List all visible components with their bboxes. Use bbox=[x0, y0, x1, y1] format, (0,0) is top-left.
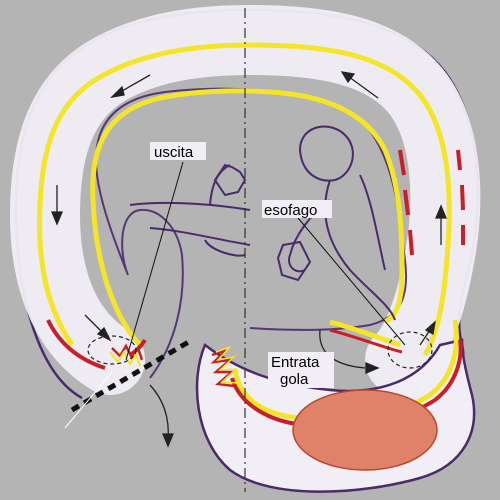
arrow-esophagus-up bbox=[419, 320, 436, 346]
entrance-zigzag bbox=[210, 348, 236, 388]
figure-knee bbox=[204, 239, 246, 257]
figure-head bbox=[298, 125, 354, 182]
arrow-left-down bbox=[51, 185, 63, 226]
arrow-top-right bbox=[340, 71, 379, 99]
figure-hand bbox=[276, 240, 312, 282]
uscita-label: uscita bbox=[154, 144, 194, 161]
exit-zigzag bbox=[111, 343, 144, 361]
red-band-esophagus bbox=[329, 328, 403, 354]
entrata-label-bg bbox=[268, 352, 334, 388]
exit-extension bbox=[64, 371, 113, 429]
entrata-label-line2: gola bbox=[280, 371, 309, 388]
esofago-label: esofago bbox=[264, 202, 317, 219]
uscita-label-bg bbox=[150, 142, 206, 160]
figure-thigh-lower bbox=[149, 227, 251, 246]
arrow-exit-diag bbox=[84, 314, 112, 342]
esofago-leader bbox=[297, 217, 406, 346]
esofago-label-bg bbox=[262, 200, 332, 218]
exit-dashed-ellipse bbox=[87, 335, 137, 365]
figure-thigh bbox=[129, 201, 251, 211]
arrow-exit-out bbox=[149, 384, 174, 448]
arrow-top-left bbox=[110, 74, 151, 98]
yellow-band-inner bbox=[90, 88, 405, 347]
red-dashed-segments bbox=[398, 149, 465, 256]
tube-lumen bbox=[9, 4, 481, 395]
uscita-leader bbox=[125, 161, 184, 361]
yellow-band-lower-top bbox=[329, 319, 401, 348]
figure-foot bbox=[213, 163, 247, 197]
entrance-zigzag-yellow bbox=[215, 346, 239, 384]
figure-back bbox=[359, 174, 386, 271]
human-figure bbox=[129, 125, 396, 321]
exit-cut-line bbox=[70, 337, 194, 413]
esophagus-dashed-ellipse bbox=[387, 331, 433, 369]
entrata-label-line1: Entrata bbox=[271, 354, 320, 371]
red-band-exit bbox=[46, 319, 106, 370]
arrow-right-up bbox=[435, 204, 447, 245]
yellow-band-outer bbox=[37, 42, 452, 357]
red-band-exit-inner bbox=[128, 338, 147, 357]
flow-arrows bbox=[51, 71, 447, 448]
stomach-region bbox=[292, 389, 438, 471]
